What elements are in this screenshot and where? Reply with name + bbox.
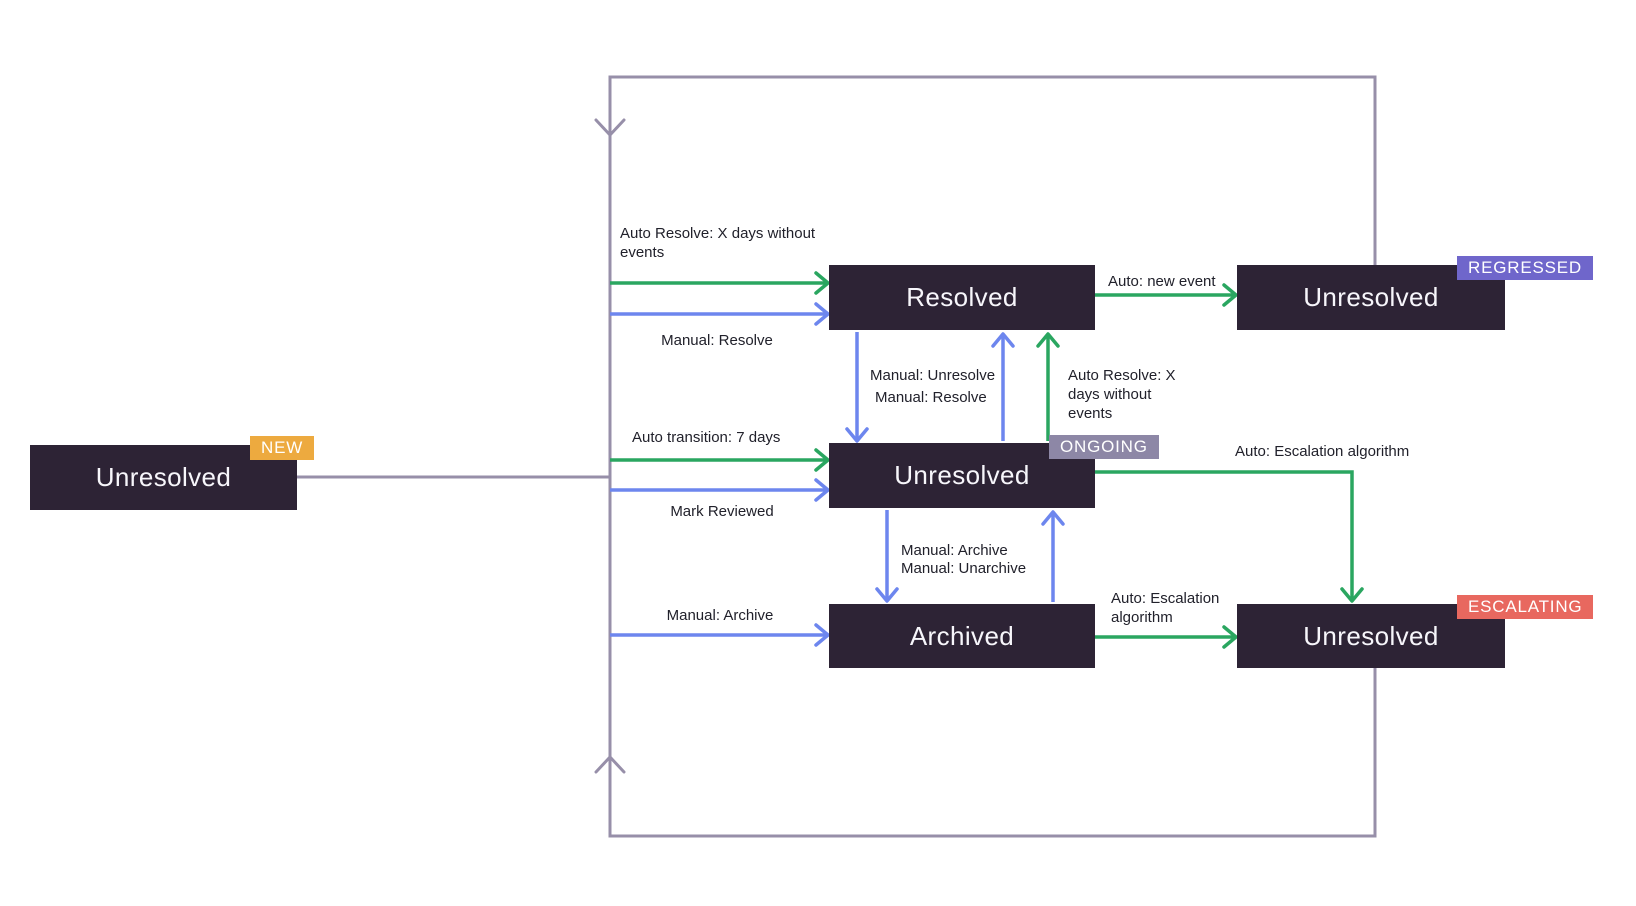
state-box-resolved: Resolved xyxy=(829,265,1095,330)
loop-arrow-up-icon xyxy=(594,755,626,774)
arrow-escalation-from-ongoing xyxy=(1095,470,1364,603)
edge-label-manual-unresolve: Manual: Unresolve xyxy=(870,367,996,384)
badge-escalating: ESCALATING xyxy=(1457,595,1594,619)
edge-label-auto-transition: Auto transition: 7 days xyxy=(632,429,781,446)
badge-ongoing: ONGOING xyxy=(1049,435,1159,459)
badge-regressed: REGRESSED xyxy=(1457,256,1593,280)
edge-label-manual-unarchive: Manual: Unarchive xyxy=(901,560,1027,577)
edge-label-auto-new-event: Auto: new event xyxy=(1108,273,1216,290)
edge-label-auto-resolve-new: Auto Resolve: X days without events xyxy=(620,225,816,261)
loop-rectangle xyxy=(608,75,1377,838)
edge-label-mark-reviewed: Mark Reviewed xyxy=(670,503,774,520)
edge-label-manual-resolve-new: Manual: Resolve xyxy=(661,332,773,349)
state-box-new-unresolved: Unresolved xyxy=(30,445,297,510)
edge-label-manual-archive-ongoing: Manual: Archive xyxy=(901,542,1008,559)
edge-label-auto-escalation-ongoing: Auto: Escalation algorithm xyxy=(1235,443,1410,460)
edge-label-auto-resolve-ongoing: Auto Resolve: X days without events xyxy=(1068,367,1176,422)
state-box-archived: Archived xyxy=(829,604,1095,668)
loop-arrow-down-icon xyxy=(594,118,626,137)
badge-new: NEW xyxy=(250,436,315,460)
edge-label-manual-resolve-ongoing: Manual: Resolve xyxy=(875,389,987,406)
edge-label-auto-escalation-archived: Auto: Escalation algorithm xyxy=(1111,590,1220,626)
edge-label-manual-archive-new: Manual: Archive xyxy=(666,607,774,624)
